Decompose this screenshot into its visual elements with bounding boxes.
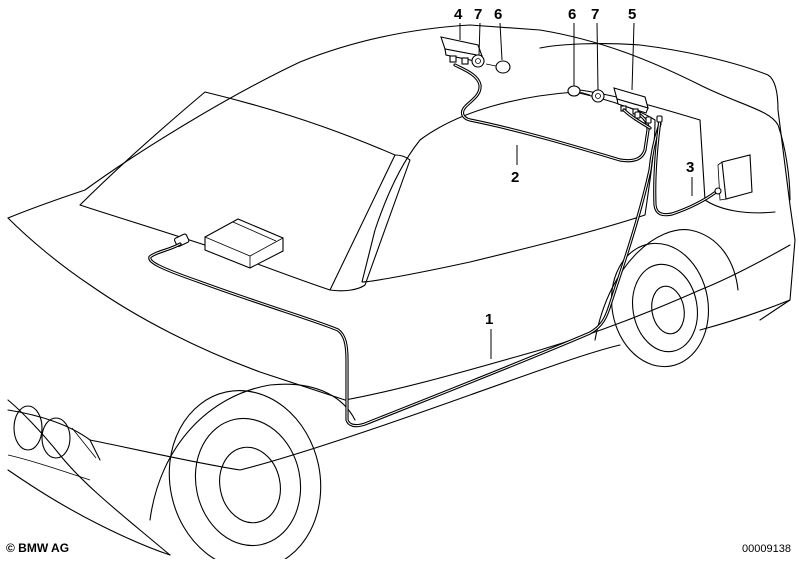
callout-6-front: 6 xyxy=(494,6,502,23)
module-5 xyxy=(613,87,649,115)
washer-7-rear xyxy=(591,89,605,103)
document-number: 00009138 xyxy=(742,543,791,555)
callout-3: 3 xyxy=(686,159,694,176)
callout-7-front: 7 xyxy=(474,6,482,23)
callout-7-rear: 7 xyxy=(591,6,599,23)
callout-5: 5 xyxy=(628,6,636,23)
washer-7-front xyxy=(471,54,485,68)
callout-numbers: 1 2 3 4 5 6 6 7 7 xyxy=(454,6,694,328)
copyright-notice: © BMW AG xyxy=(6,541,70,555)
cable-3 xyxy=(653,118,722,217)
leader-lines xyxy=(459,22,693,359)
callout-6-rear: 6 xyxy=(568,6,576,23)
callout-1: 1 xyxy=(485,311,493,328)
screw-front xyxy=(485,63,497,67)
car-body xyxy=(7,24,796,564)
cable-2-branch xyxy=(622,108,652,130)
callout-2: 2 xyxy=(511,169,519,186)
rear-plugs xyxy=(634,111,663,124)
control-unit xyxy=(204,218,284,269)
nut-6-front xyxy=(495,60,511,74)
callout-4: 4 xyxy=(454,6,463,23)
cable-1 xyxy=(148,122,662,428)
rear-module xyxy=(717,154,753,201)
cable-2 xyxy=(453,63,650,163)
